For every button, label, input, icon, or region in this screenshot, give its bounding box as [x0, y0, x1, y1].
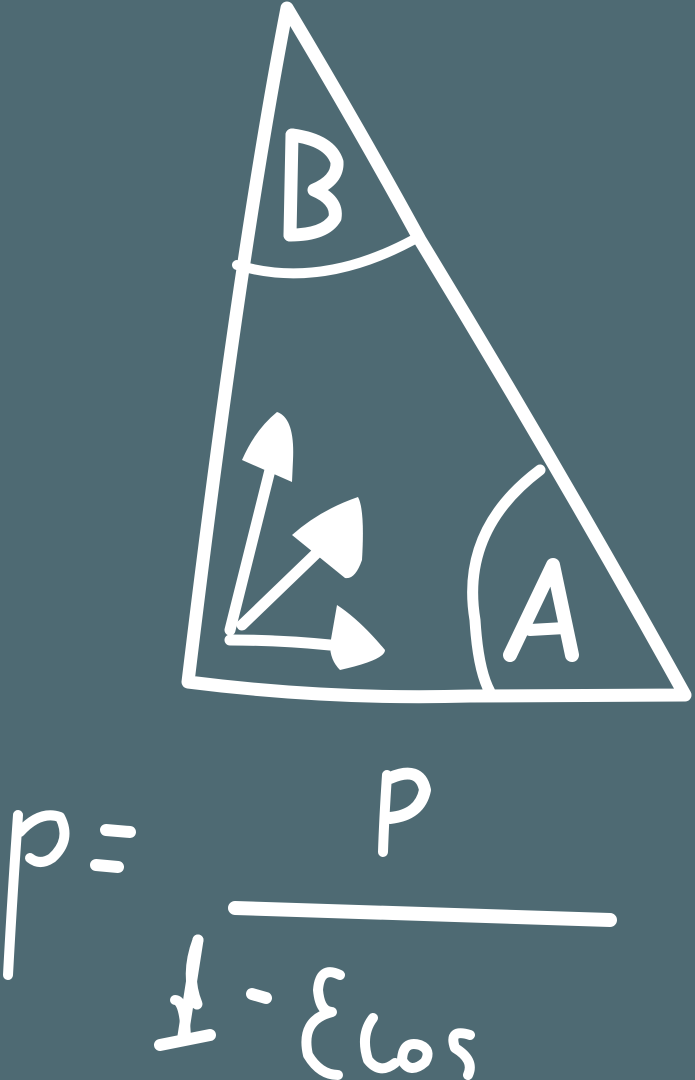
formula-numerator-p — [378, 767, 431, 857]
vector-up-icon — [224, 412, 294, 636]
formula-equals — [90, 824, 136, 873]
vector-right-icon — [224, 605, 385, 670]
formula-minus — [246, 988, 272, 1004]
vector-diagonal-icon — [236, 497, 363, 631]
formula-epsilon — [301, 967, 345, 1080]
triangle — [181, 1, 692, 704]
formula-denominator-one — [154, 934, 216, 1051]
angle-a-arc — [467, 464, 546, 698]
formula-fraction-bar — [228, 901, 617, 927]
angle-b-arc — [232, 235, 418, 279]
label-a — [503, 558, 579, 662]
formula-cos — [359, 1013, 475, 1080]
label-b — [283, 128, 344, 242]
formula — [3, 767, 617, 1080]
formula-lhs-p — [3, 810, 70, 980]
